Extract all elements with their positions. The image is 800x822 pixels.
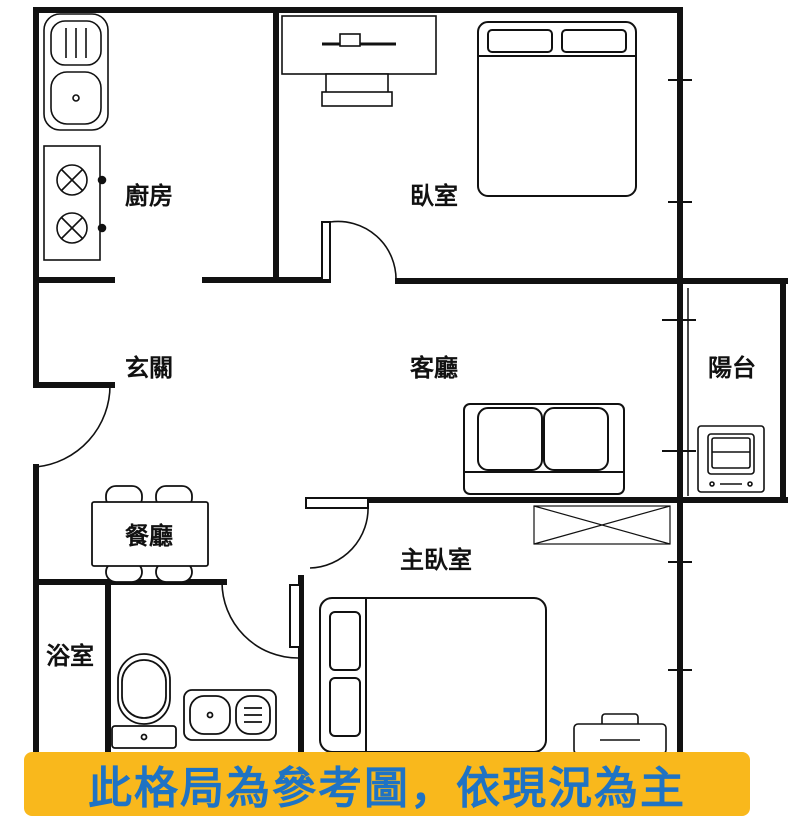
walls — [33, 7, 788, 753]
chair-icon — [321, 73, 393, 107]
living-room-label: 客廳 — [410, 354, 458, 382]
luggage-icon — [573, 713, 667, 755]
door-swings — [35, 220, 397, 659]
door-jambs — [289, 221, 369, 648]
dining-table-icon — [91, 485, 209, 583]
window-ticks — [662, 79, 696, 671]
washing-machine-icon — [697, 425, 765, 493]
sofa-icon — [463, 403, 625, 495]
balcony-label: 陽台 — [708, 354, 756, 382]
desk-icon — [281, 15, 437, 75]
sink-icon — [43, 13, 109, 131]
washbasin-icon — [183, 689, 277, 741]
wardrobe-icon — [533, 505, 671, 545]
bathroom-label: 浴室 — [46, 642, 94, 670]
master-bedroom-label: 主臥室 — [400, 546, 472, 574]
bed-icon — [477, 21, 637, 197]
bedroom-label: 臥室 — [410, 182, 458, 210]
dining-room-label: 餐廳 — [125, 522, 173, 550]
toilet-icon — [111, 653, 177, 749]
stove-icon — [43, 145, 107, 261]
disclaimer-banner: 此格局為參考圖，依現況為主 — [24, 752, 750, 816]
master-bed-icon — [319, 597, 547, 753]
entrance-label: 玄關 — [125, 354, 173, 382]
kitchen-label: 廚房 — [125, 182, 173, 210]
disclaimer-text: 此格局為參考圖，依現況為主 — [88, 763, 686, 814]
